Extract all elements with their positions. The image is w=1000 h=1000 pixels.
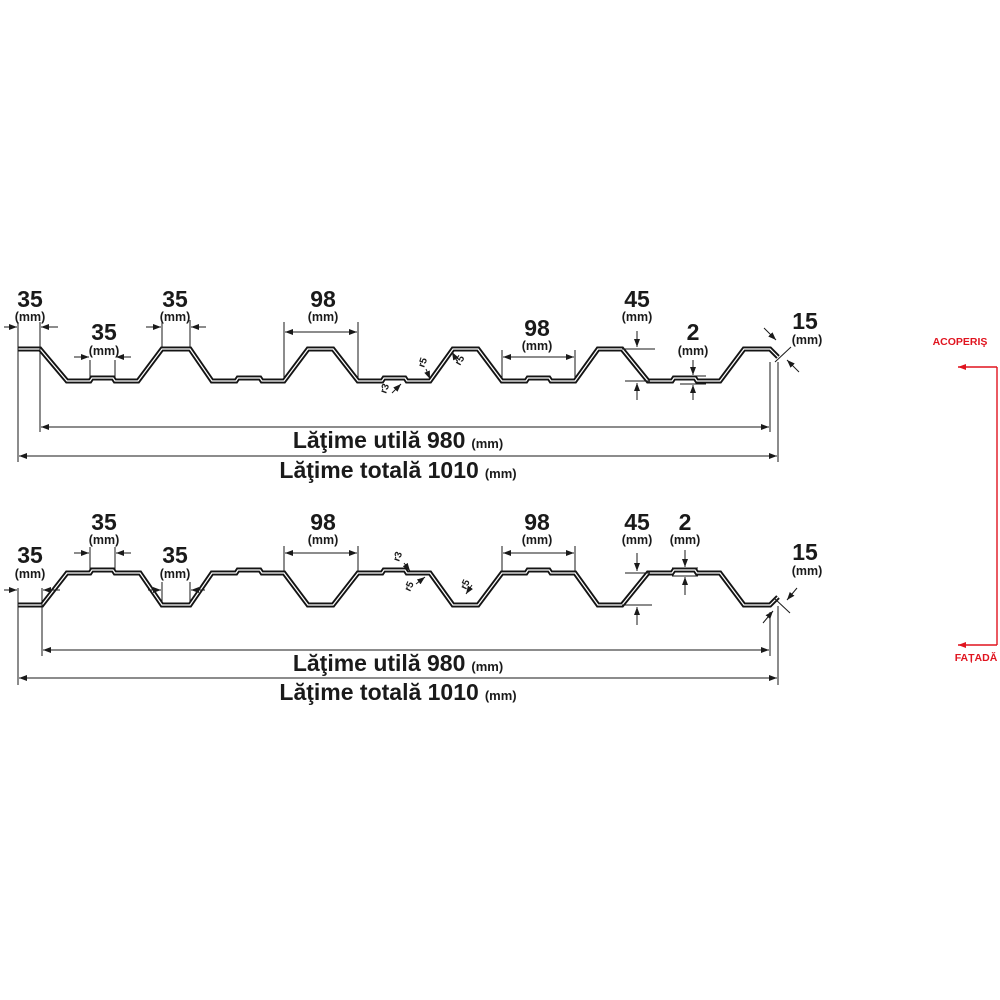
span-1-unit: (mm) bbox=[308, 533, 339, 547]
span-2-unit: (mm) bbox=[522, 339, 553, 353]
profile-top-sheet-inner bbox=[18, 348, 779, 382]
rib-height-unit: (mm) bbox=[670, 533, 701, 547]
total-width-caption: Lăţime totală 1010 (mm) bbox=[279, 457, 516, 483]
flat-value: 35 bbox=[162, 542, 188, 568]
lip-value: 15 bbox=[792, 539, 818, 565]
useful-width-text: Lăţime utilă 980 bbox=[293, 650, 466, 676]
total-width-unit: (mm) bbox=[485, 688, 517, 703]
lip-arrow-upper bbox=[763, 327, 777, 341]
radius-arrow bbox=[424, 368, 431, 380]
lip-value: 15 bbox=[792, 308, 818, 334]
height-unit: (mm) bbox=[622, 533, 653, 547]
flat-value: 35 bbox=[162, 286, 188, 312]
radius-arrow bbox=[451, 351, 459, 362]
profile-top-sheet bbox=[18, 346, 780, 384]
useful-width-text: Lăţime utilă 980 bbox=[293, 427, 466, 453]
roof-label: ACOPERIŞ bbox=[933, 336, 988, 348]
edge-value: 35 bbox=[17, 542, 43, 568]
radius-label: r5 bbox=[459, 578, 473, 592]
radius-label: r3 bbox=[391, 550, 405, 563]
useful-width-caption: Lăţime utilă 980 (mm) bbox=[293, 427, 503, 453]
span-1-value: 98 bbox=[310, 286, 336, 312]
radius-arrow bbox=[465, 584, 473, 595]
rib-flat-value: 35 bbox=[91, 319, 117, 345]
total-width-caption: Lăţime totală 1010 (mm) bbox=[279, 679, 516, 705]
height-unit: (mm) bbox=[622, 310, 653, 324]
radius-arrow bbox=[402, 562, 411, 572]
facade-label: FAȚADĂ bbox=[955, 651, 998, 664]
span-2-value: 98 bbox=[524, 315, 550, 341]
profile-bottom-sheet bbox=[18, 567, 780, 608]
edge-value: 35 bbox=[17, 286, 43, 312]
radius-arrow bbox=[415, 576, 426, 585]
lip-arrow-lower bbox=[786, 359, 800, 373]
radius-label: r5 bbox=[453, 353, 467, 367]
profile-bottom-group: 35 (mm) 35 (mm) 35 (mm) 98 (mm) 98 (mm) … bbox=[4, 509, 822, 705]
height-value: 45 bbox=[624, 509, 650, 535]
total-width-unit: (mm) bbox=[485, 466, 517, 481]
lip-tick-line bbox=[774, 346, 792, 363]
flat-unit: (mm) bbox=[160, 567, 191, 581]
span-2-value: 98 bbox=[524, 509, 550, 535]
total-width-text: Lăţime totală 1010 bbox=[279, 679, 478, 705]
radius-label: r3 bbox=[378, 382, 392, 395]
total-width-text: Lăţime totală 1010 bbox=[279, 457, 478, 483]
flat-unit: (mm) bbox=[160, 310, 191, 324]
rib-height-value: 2 bbox=[679, 509, 692, 535]
side-indicator: ACOPERIŞ FAȚADĂ bbox=[933, 336, 998, 664]
rib-height-value: 2 bbox=[687, 319, 700, 345]
useful-width-unit: (mm) bbox=[471, 659, 503, 674]
lip-unit: (mm) bbox=[792, 564, 823, 578]
radius-label: r5 bbox=[416, 356, 430, 369]
rib-height-unit: (mm) bbox=[678, 344, 709, 358]
lip-arrow-lower bbox=[762, 610, 774, 624]
useful-width-unit: (mm) bbox=[471, 436, 503, 451]
rib-flat-unit: (mm) bbox=[89, 344, 120, 358]
profile-top-group: 35 (mm) 35 (mm) 35 (mm) 98 (mm) 98 (mm) … bbox=[4, 286, 822, 483]
span-1-value: 98 bbox=[310, 509, 336, 535]
edge-unit: (mm) bbox=[15, 310, 46, 324]
rib-flat-value: 35 bbox=[91, 509, 117, 535]
useful-width-caption: Lăţime utilă 980 (mm) bbox=[293, 650, 503, 676]
radius-arrow bbox=[391, 383, 402, 394]
span-1-unit: (mm) bbox=[308, 310, 339, 324]
height-value: 45 bbox=[624, 286, 650, 312]
lip-tick-line bbox=[773, 597, 791, 614]
rib-flat-unit: (mm) bbox=[89, 533, 120, 547]
edge-unit: (mm) bbox=[15, 567, 46, 581]
lip-arrow-upper bbox=[786, 587, 798, 601]
span-2-unit: (mm) bbox=[522, 533, 553, 547]
radius-label: r5 bbox=[403, 580, 417, 594]
lip-unit: (mm) bbox=[792, 333, 823, 347]
